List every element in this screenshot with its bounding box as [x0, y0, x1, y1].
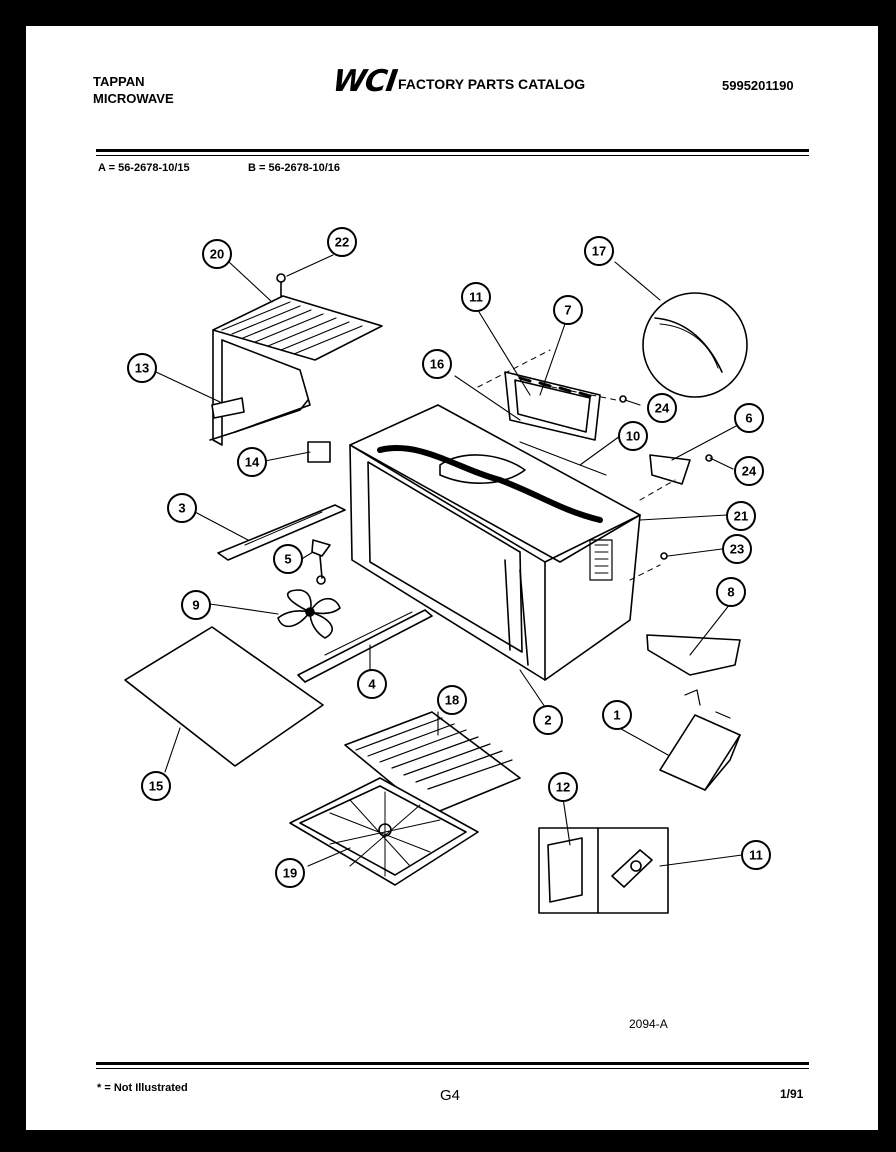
callout-9: 9 — [192, 598, 199, 613]
callout-20: 20 — [210, 247, 224, 262]
side-bracket-part — [649, 454, 691, 485]
callout-13: 13 — [135, 361, 149, 376]
callout-14: 14 — [245, 455, 260, 470]
callout-labels: 1 2 3 4 5 6 7 8 9 10 11 12 13 14 15 16 1… — [135, 235, 763, 881]
angle-bracket-part — [646, 634, 741, 676]
callout-10: 10 — [626, 429, 640, 444]
callout-12: 12 — [556, 780, 570, 795]
callout-7-circle — [553, 295, 583, 325]
callout-11-top: 11 — [469, 290, 483, 305]
brand-name: TAPPAN — [93, 74, 145, 89]
product-name: MICROWAVE — [93, 91, 174, 106]
top-cover-part — [209, 295, 383, 446]
callout-1-circle — [602, 700, 632, 730]
callout-12-circle — [548, 772, 578, 802]
callout-21-circle — [726, 501, 756, 531]
catalog-number: 5995201190 — [722, 78, 794, 93]
catalog-date: 1/91 — [780, 1087, 804, 1101]
callout-19-circle — [275, 858, 305, 888]
callout-24-top-circle — [647, 393, 677, 423]
oven-cavity-part — [349, 404, 641, 681]
screw-part — [276, 273, 286, 297]
stirrer-fan-part — [277, 589, 341, 639]
callout-19: 19 — [283, 866, 297, 881]
inset-box — [538, 827, 669, 914]
header-rule-thin — [96, 155, 809, 156]
callout-22-circle — [327, 227, 357, 257]
callout-20-circle — [202, 239, 232, 269]
callout-3-circle — [167, 493, 197, 523]
mounting-bracket-part — [659, 689, 741, 791]
leader-lines — [155, 254, 743, 867]
callout-5-circle — [273, 544, 303, 574]
screw-24-top — [619, 395, 627, 403]
vent-assembly-part — [504, 371, 601, 441]
screw-23 — [660, 552, 668, 560]
glass-plate-part — [124, 626, 324, 767]
callout-6-circle — [734, 403, 764, 433]
callout-24-side-circle — [734, 456, 764, 486]
not-illustrated-note: * = Not Illustrated — [97, 1082, 188, 1094]
rail-part — [217, 504, 346, 561]
callout-6: 6 — [745, 411, 752, 426]
callout-8-circle — [716, 577, 746, 607]
callout-16-circle — [422, 349, 452, 379]
diagram-code: 2094-A — [629, 1017, 668, 1031]
callout-24-side: 24 — [742, 464, 757, 479]
model-b: B = 56-2678-10/16 — [248, 162, 341, 174]
callout-1: 1 — [613, 708, 620, 723]
callout-22: 22 — [335, 235, 349, 250]
bracket-part — [307, 441, 331, 463]
model-a: A = 56-2678-10/15 — [98, 162, 190, 174]
callout-14-circle — [237, 447, 267, 477]
footer-rule-thick — [96, 1062, 809, 1065]
callout-18-circle — [437, 685, 467, 715]
screw-24-side — [705, 454, 713, 462]
lower-rail-part — [297, 609, 433, 683]
callout-13-circle — [127, 353, 157, 383]
callout-2-circle — [533, 705, 563, 735]
callout-24-top: 24 — [655, 401, 670, 416]
callout-16: 16 — [430, 357, 444, 372]
header-rule-thick — [96, 149, 809, 152]
detail-circle — [642, 292, 748, 398]
callout-11-inset: 11 — [749, 848, 763, 863]
callout-17-circle — [584, 236, 614, 266]
brand-block: TAPPAN MICROWAVE — [93, 73, 174, 107]
footer-rule-thin — [96, 1068, 809, 1069]
callout-7: 7 — [564, 303, 571, 318]
dashed-guides — [477, 349, 676, 581]
catalog-title: FACTORY PARTS CATALOG — [398, 76, 586, 92]
drip-pan-part — [289, 777, 479, 886]
callout-8: 8 — [727, 585, 734, 600]
callout-23-circle — [722, 534, 752, 564]
callout-4-circle — [357, 669, 387, 699]
callout-18: 18 — [445, 693, 459, 708]
clip-part — [311, 539, 331, 585]
callout-9-circle — [181, 590, 211, 620]
callout-4: 4 — [368, 677, 376, 692]
callout-15: 15 — [149, 779, 163, 794]
callout-3: 3 — [178, 501, 185, 516]
callout-10-circle — [618, 421, 648, 451]
callouts — [127, 227, 771, 888]
page-number: G4 — [440, 1087, 461, 1104]
callout-11-top-circle — [461, 282, 491, 312]
callout-17: 17 — [592, 244, 606, 259]
oven-rack-part — [344, 711, 521, 816]
callout-5: 5 — [284, 552, 291, 567]
callout-2: 2 — [544, 713, 551, 728]
callout-21: 21 — [734, 509, 748, 524]
callout-15-circle — [141, 771, 171, 801]
callout-23: 23 — [730, 542, 744, 557]
callout-11-inset-circle — [741, 840, 771, 870]
